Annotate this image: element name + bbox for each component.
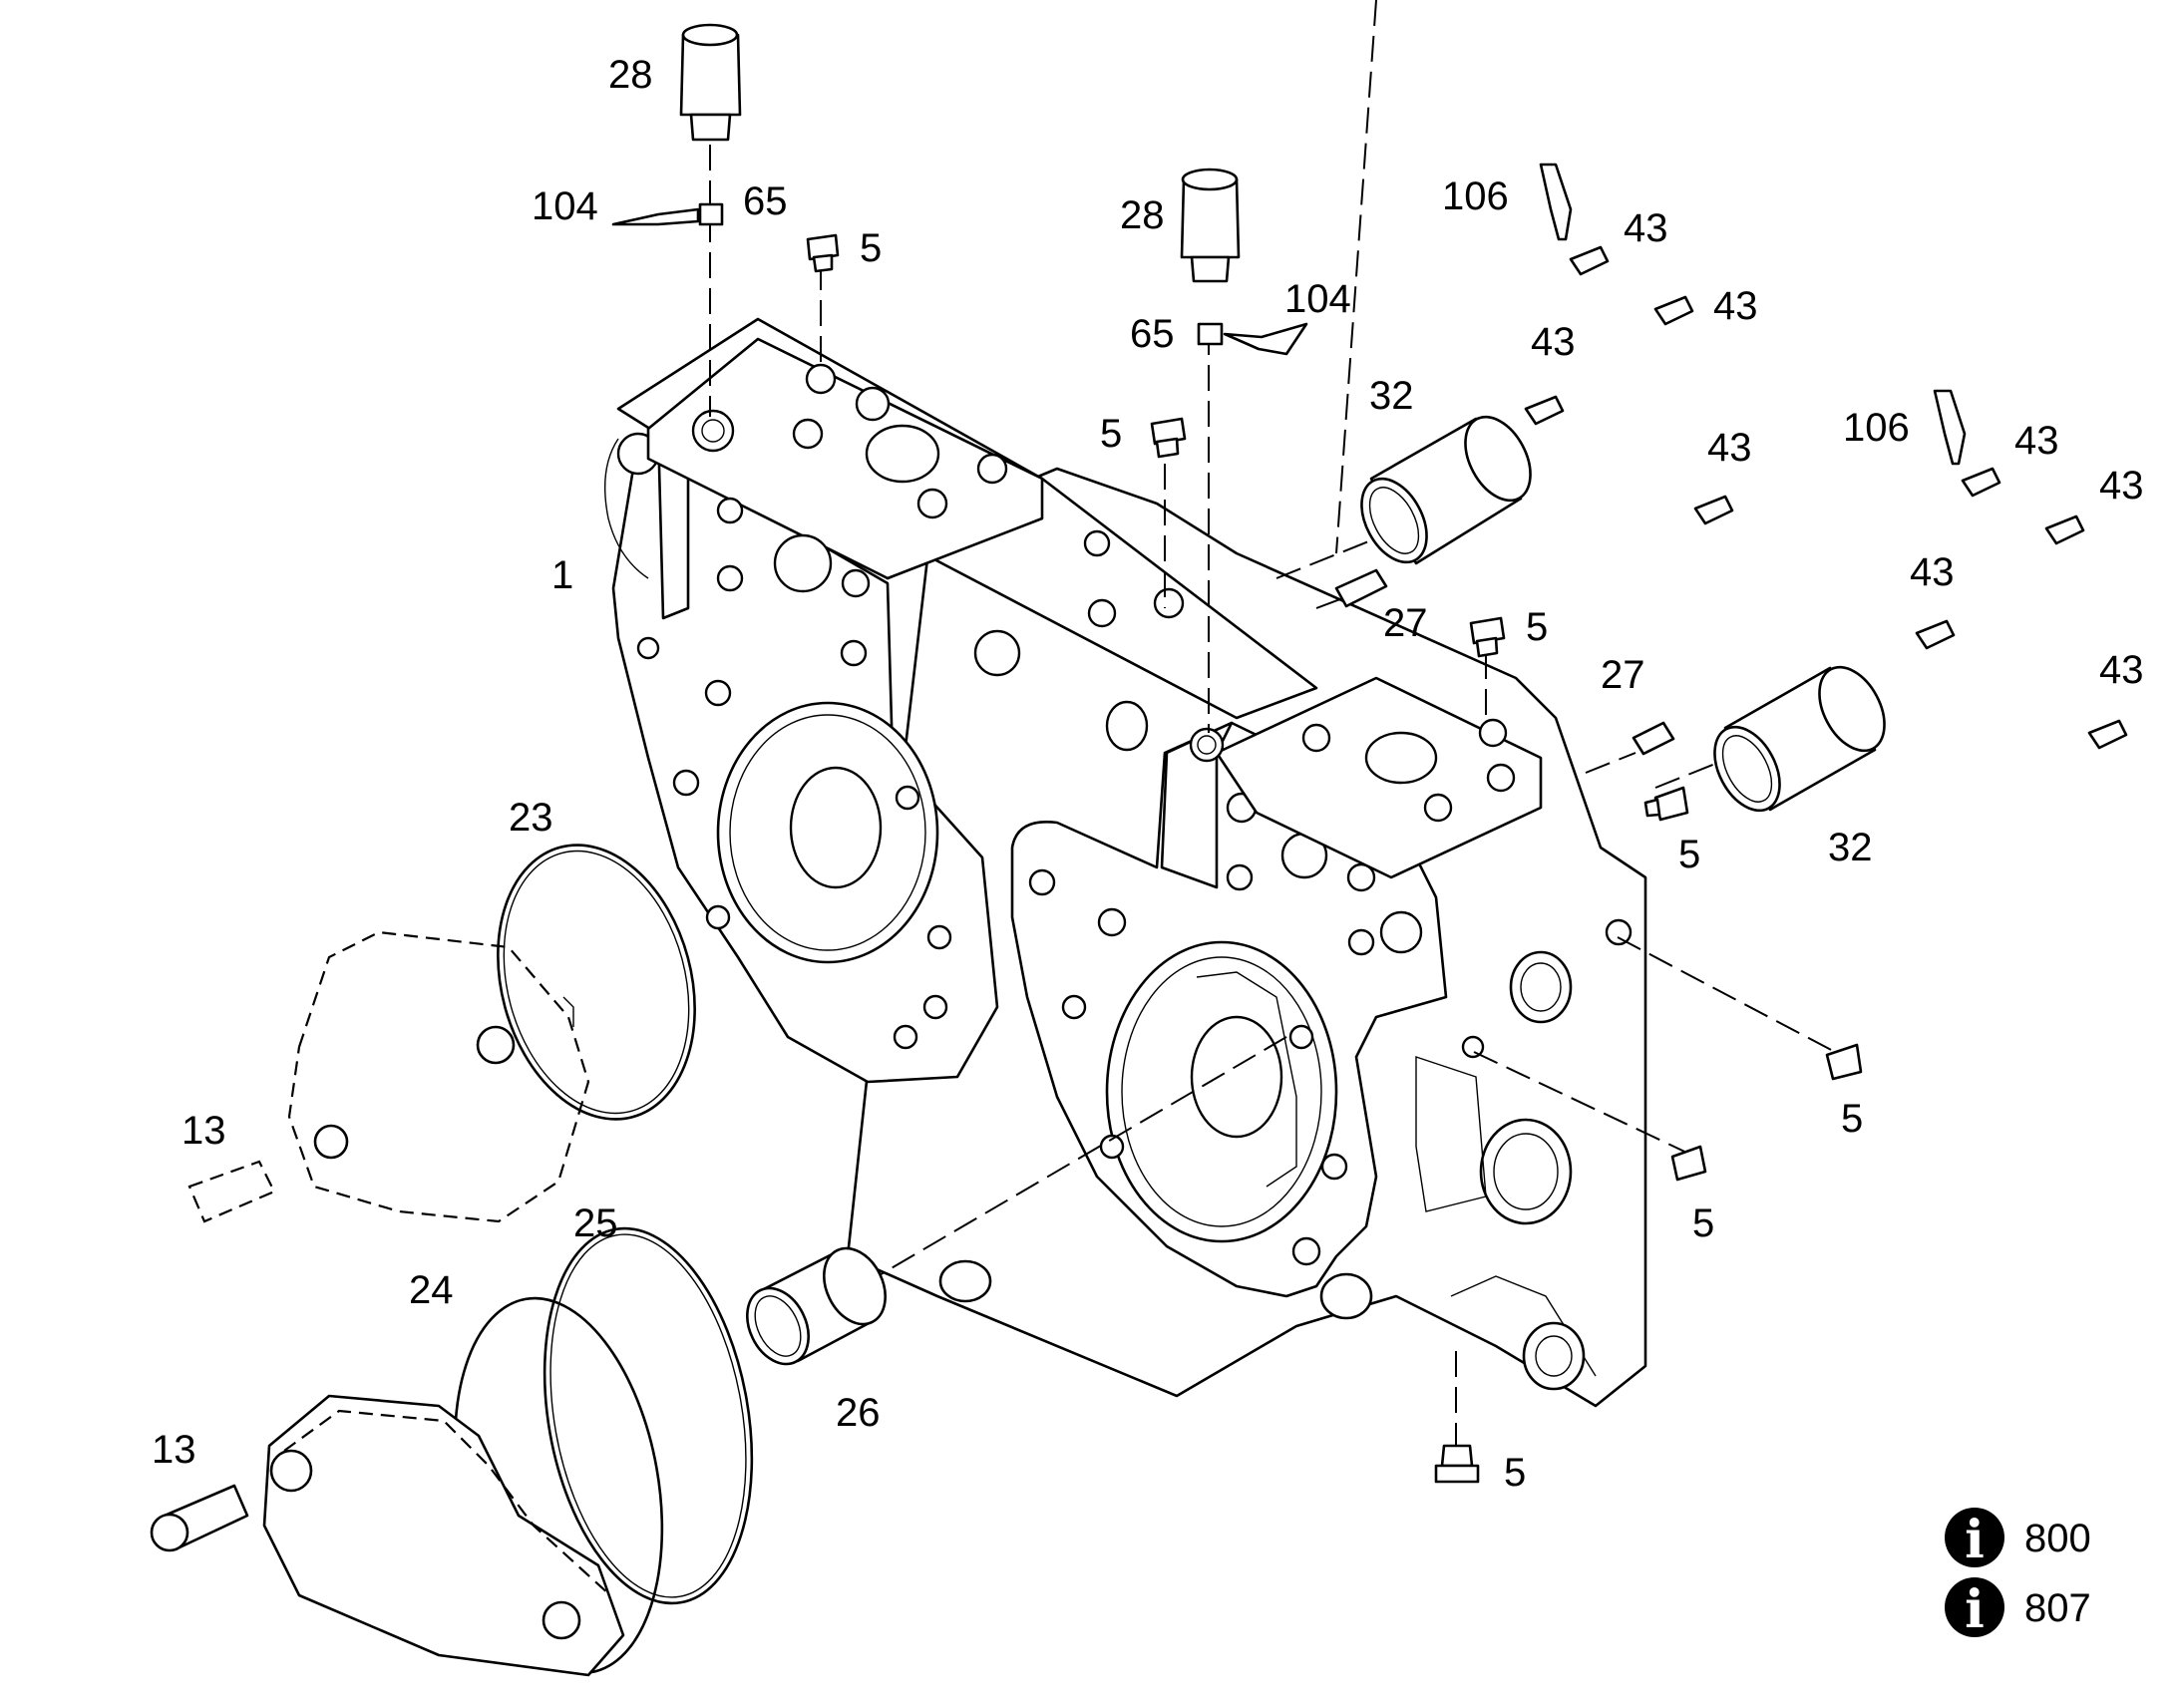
callout-5-right-top: 5 bbox=[1526, 605, 1548, 649]
needle-bearing-26 bbox=[746, 1246, 887, 1366]
callout-43-c: 43 bbox=[1531, 320, 1576, 364]
tube-104-left bbox=[611, 207, 700, 226]
info-ref-800[interactable]: i 800 bbox=[1945, 1508, 2091, 1570]
seal-65-left bbox=[698, 202, 724, 226]
cover-lower bbox=[262, 1394, 625, 1677]
callout-23: 23 bbox=[509, 796, 553, 840]
screw-13-upper bbox=[187, 1160, 276, 1223]
callout-43-g: 43 bbox=[1910, 550, 1955, 594]
plug-5-right-low bbox=[1825, 1043, 1863, 1081]
leader-lines bbox=[709, 0, 1836, 1446]
info-icon bbox=[1945, 1577, 2004, 1637]
o-ring-25 bbox=[543, 1226, 754, 1605]
callout-5-right-low: 5 bbox=[1841, 1097, 1863, 1141]
callout-104-center: 104 bbox=[1284, 277, 1351, 321]
plug-5-right-top bbox=[1469, 616, 1506, 658]
callout-5-side: 5 bbox=[1678, 833, 1700, 876]
callout-27-upper: 27 bbox=[1383, 601, 1428, 645]
screw-43-a bbox=[1569, 245, 1610, 276]
callout-43-e: 43 bbox=[2014, 419, 2059, 463]
info-references: i 800 i 807 bbox=[1945, 1508, 2091, 1640]
plug-5-top bbox=[806, 233, 840, 273]
screw-43-d bbox=[1693, 495, 1734, 525]
callout-labels: 28 104 65 5 28 65 104 5 106 43 43 43 32 … bbox=[152, 53, 2144, 1495]
callout-43-h: 43 bbox=[2099, 648, 2144, 692]
callout-13-upper: 13 bbox=[182, 1109, 226, 1153]
svg-text:i: i bbox=[1965, 1510, 1985, 1570]
plug-5-mid bbox=[1150, 417, 1187, 459]
housing bbox=[604, 317, 1647, 1408]
callout-43-f: 43 bbox=[2099, 464, 2144, 508]
plug-5-bottom bbox=[1434, 1444, 1480, 1484]
callout-32-upper: 32 bbox=[1369, 374, 1414, 418]
small-parts bbox=[150, 23, 2128, 1677]
pin-27-upper bbox=[1334, 568, 1388, 608]
pin-27-lower bbox=[1632, 721, 1675, 756]
callout-106-left: 106 bbox=[1442, 174, 1509, 218]
bushing-32-upper bbox=[1360, 415, 1532, 565]
callout-27-lower: 27 bbox=[1601, 653, 1645, 697]
screw-43-c bbox=[1524, 395, 1565, 426]
plug-5-side bbox=[1643, 786, 1689, 822]
plug-28-center bbox=[1180, 168, 1241, 283]
tube-104-center bbox=[1223, 322, 1308, 356]
svg-text:i: i bbox=[1965, 1579, 1985, 1640]
screw-43-h bbox=[2087, 719, 2128, 750]
info-ref-807[interactable]: i 807 bbox=[1945, 1577, 2091, 1640]
plug-28-left bbox=[679, 23, 742, 142]
screw-43-g bbox=[1915, 619, 1956, 650]
callout-43-b: 43 bbox=[1713, 284, 1758, 328]
callout-43-a: 43 bbox=[1624, 206, 1668, 250]
callout-13-lower: 13 bbox=[152, 1428, 196, 1472]
plug-5-right-mid bbox=[1670, 1145, 1707, 1182]
callout-28-left: 28 bbox=[608, 53, 653, 97]
callout-25: 25 bbox=[573, 1201, 618, 1245]
callout-5-right-mid: 5 bbox=[1692, 1201, 1714, 1245]
callout-106-right: 106 bbox=[1843, 406, 1910, 450]
cover-dashed-upper bbox=[287, 930, 590, 1223]
seal-65-center bbox=[1197, 322, 1224, 346]
callout-24: 24 bbox=[409, 1268, 454, 1312]
info-icon bbox=[1945, 1508, 2004, 1567]
tube-106-left bbox=[1539, 163, 1573, 241]
callout-65-center: 65 bbox=[1130, 312, 1175, 356]
callout-1: 1 bbox=[551, 553, 573, 597]
callout-65-left: 65 bbox=[743, 179, 788, 223]
callout-5-top: 5 bbox=[860, 226, 882, 270]
screw-13-lower bbox=[150, 1484, 249, 1552]
info-ref-label: 800 bbox=[2024, 1517, 2091, 1560]
callout-5-bottom: 5 bbox=[1504, 1451, 1526, 1495]
tube-106-right bbox=[1933, 389, 1967, 466]
screw-43-e bbox=[1961, 467, 2001, 498]
callout-5-mid: 5 bbox=[1100, 412, 1122, 456]
callout-28-center: 28 bbox=[1120, 193, 1165, 237]
o-ring-23 bbox=[497, 844, 696, 1121]
bushing-32-lower bbox=[1713, 665, 1886, 813]
callout-104-left: 104 bbox=[532, 184, 598, 228]
callout-26: 26 bbox=[836, 1391, 881, 1435]
info-ref-label: 807 bbox=[2024, 1586, 2091, 1630]
callout-43-d: 43 bbox=[1707, 426, 1752, 470]
screw-43-b bbox=[1653, 295, 1694, 326]
screw-43-f bbox=[2044, 514, 2085, 545]
callout-32-lower: 32 bbox=[1828, 826, 1873, 869]
